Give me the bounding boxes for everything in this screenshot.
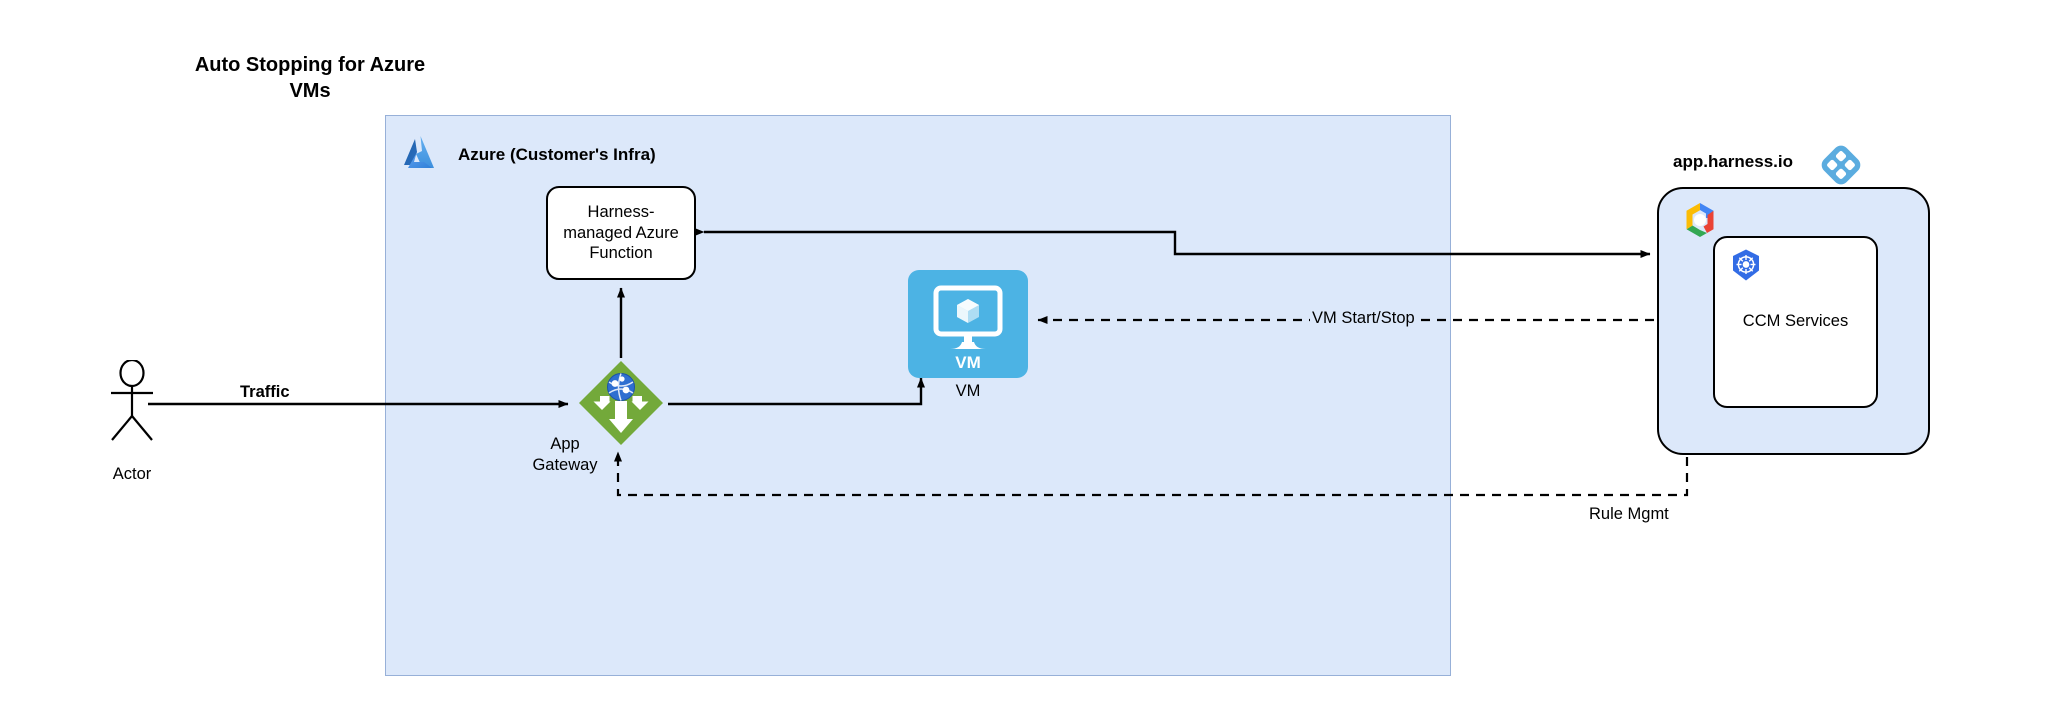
actor-label: Actor: [112, 465, 152, 483]
vm-label: VM: [955, 382, 981, 400]
azure-container-label: Azure (Customer's Infra): [458, 145, 656, 164]
kubernetes-logo-icon: [1729, 248, 1763, 282]
harness-cloud-title: app.harness.io: [1673, 152, 1793, 171]
harness-managed-azure-function-node[interactable]: Harness- managed Azure Function: [546, 186, 696, 280]
harness-function-label: Harness- managed Azure Function: [563, 203, 679, 263]
page-title: Auto Stopping for Azure VMs: [194, 54, 426, 103]
virtual-machine-icon[interactable]: VM: [908, 270, 1028, 378]
application-gateway-icon[interactable]: [578, 360, 664, 446]
azure-logo-icon: [398, 132, 442, 176]
rule-mgmt-edge-label: Rule Mgmt: [1589, 505, 1669, 523]
gcp-logo-icon: [1680, 200, 1720, 240]
actor-stick-figure-icon: [103, 358, 161, 442]
vm-inner-label: VM: [955, 353, 981, 372]
traffic-edge-label: Traffic: [240, 383, 290, 401]
harness-logo-icon: [1821, 145, 1861, 185]
ccm-services-label: CCM Services: [1742, 312, 1849, 330]
app-gateway-label: App Gateway: [532, 435, 598, 475]
vm-start-stop-edge-label: VM Start/Stop: [1310, 309, 1417, 328]
